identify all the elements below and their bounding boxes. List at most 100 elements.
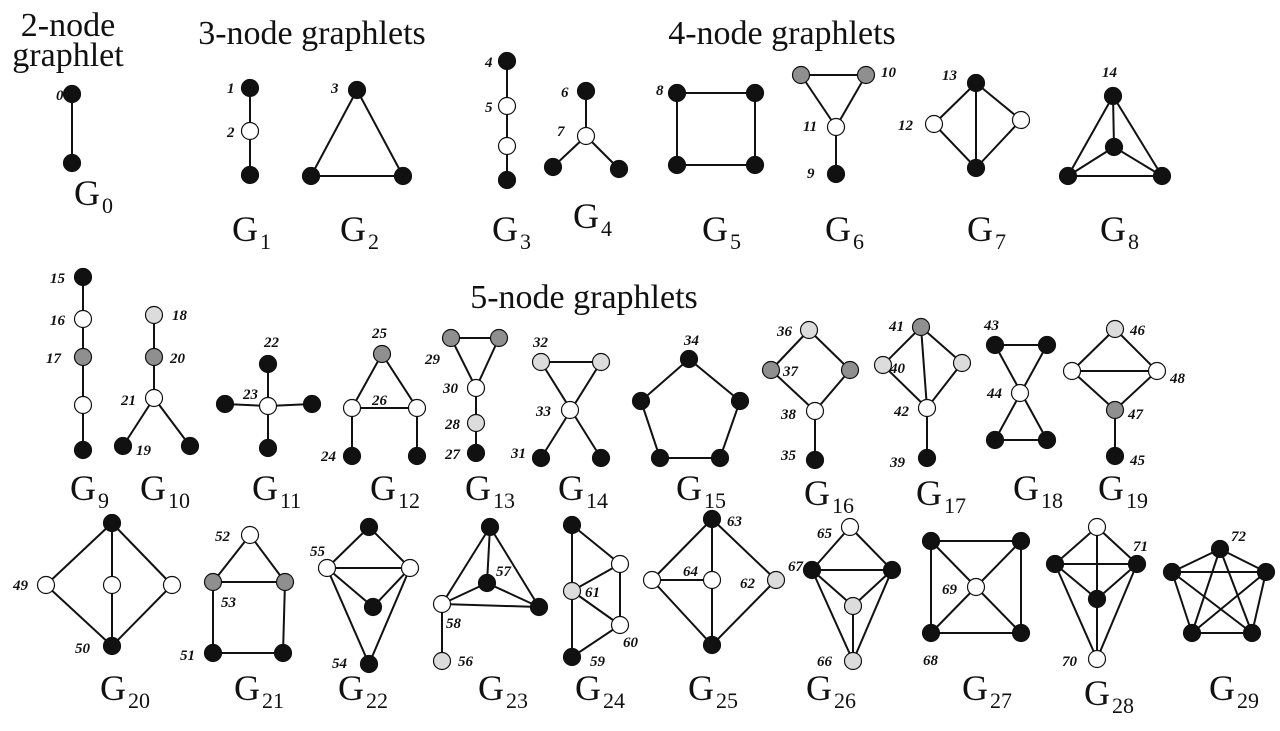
graphlet-label: G13 <box>465 468 515 513</box>
graphlet-subscript: 4 <box>601 216 612 241</box>
graph-node <box>667 83 687 103</box>
graph-node <box>529 597 549 617</box>
graphlet-label: G1 <box>232 209 271 254</box>
orbit-label: 58 <box>446 616 462 632</box>
graphlet-label: G20 <box>100 668 150 713</box>
graph-node <box>1147 361 1167 381</box>
graphlet-label: G19 <box>1098 468 1148 513</box>
section-header: 5-node graphlets <box>470 279 698 316</box>
graphlet-label: G28 <box>1084 673 1134 718</box>
orbit-label: 70 <box>1062 654 1078 670</box>
graph-edge <box>800 74 837 128</box>
graph-node <box>985 335 1005 355</box>
orbit-label: 0 <box>56 88 64 104</box>
graph-node <box>393 166 413 186</box>
graph-node <box>258 396 278 416</box>
graph-edge <box>651 579 713 646</box>
graph-node <box>203 643 223 663</box>
graph-edge <box>486 526 491 584</box>
graph-node <box>531 352 551 372</box>
graph-node <box>730 391 750 411</box>
graph-node <box>73 347 93 367</box>
orbit-label: 33 <box>535 404 552 420</box>
graph-edge <box>1071 370 1116 411</box>
graph-edge <box>926 362 963 409</box>
graphlet-label: G29 <box>1209 668 1259 713</box>
graph-node <box>1037 430 1057 450</box>
graph-edge <box>368 567 411 665</box>
graph-node <box>921 623 941 643</box>
graphlet-label: G24 <box>575 668 625 713</box>
orbit-label: 14 <box>1102 65 1118 81</box>
section-header: 4-node graphlets <box>668 15 896 52</box>
graphlet-subscript: 23 <box>506 688 528 713</box>
section-header: graphlet <box>12 37 124 74</box>
graph-node <box>1210 539 1230 559</box>
orbit-label: 42 <box>893 404 910 420</box>
graphlet-subscript: 21 <box>262 688 284 713</box>
graphlet-label: G25 <box>688 668 738 713</box>
graph-edge <box>571 563 621 592</box>
graphlet-subscript: 11 <box>280 488 301 513</box>
graph-node <box>873 355 893 375</box>
graphlet-label: G16 <box>804 473 854 518</box>
orbit-label: 24 <box>320 449 337 465</box>
graph-edge <box>45 584 113 647</box>
orbit-label: 9 <box>807 166 815 182</box>
orbit-label: 47 <box>1127 407 1144 423</box>
graph-node <box>113 436 133 456</box>
graph-node <box>843 596 863 616</box>
graphlet-label: G21 <box>234 668 284 713</box>
graph-node <box>966 577 986 597</box>
graph-node <box>1011 531 1031 551</box>
orbit-label: 12 <box>898 118 914 134</box>
graphlet-subscript: 0 <box>102 193 113 218</box>
graph-node <box>372 344 392 364</box>
graphlet-label: G15 <box>676 468 726 513</box>
graph-edge <box>835 74 867 128</box>
graphlet-subscript: 10 <box>168 488 190 513</box>
graph-node <box>843 651 863 671</box>
orbit-label: 26 <box>371 393 388 409</box>
graph-edge <box>122 397 155 447</box>
graph-node <box>363 597 383 617</box>
orbit-label: 63 <box>727 514 743 530</box>
graph-edge <box>486 582 540 608</box>
orbit-label: 67 <box>788 559 804 575</box>
graph-edge <box>1096 563 1138 660</box>
graph-node <box>610 554 630 574</box>
graph-node <box>102 513 122 533</box>
graph-node <box>144 305 164 325</box>
orbit-label: 41 <box>888 319 904 335</box>
orbit-label: 59 <box>590 654 606 670</box>
graph-node <box>642 570 662 590</box>
graphlet-subscript: 7 <box>995 229 1006 254</box>
orbit-label: 50 <box>75 641 91 657</box>
orbit-label: 43 <box>983 318 1000 334</box>
graph-node <box>144 347 164 367</box>
graph-node <box>407 446 427 466</box>
graphlet-subscript: 15 <box>704 488 726 513</box>
orbit-label: 57 <box>496 564 512 580</box>
graph-node <box>258 438 278 458</box>
orbit-label: 7 <box>557 124 565 140</box>
graph-edge <box>1054 526 1098 565</box>
graphlet-label: G6 <box>825 209 864 254</box>
orbit-label: 16 <box>50 313 66 329</box>
graph-node <box>562 647 582 667</box>
orbit-label: 4 <box>484 55 493 71</box>
orbit-label: 30 <box>442 381 459 397</box>
orbit-label: 46 <box>1129 323 1146 339</box>
graphlet-label: G22 <box>338 668 388 713</box>
graph-node <box>631 391 651 411</box>
graph-node <box>966 73 986 93</box>
orbit-label: 6 <box>561 85 569 101</box>
graph-edge <box>770 329 810 371</box>
graph-node <box>497 136 517 156</box>
graphlet-subscript: 6 <box>853 229 864 254</box>
